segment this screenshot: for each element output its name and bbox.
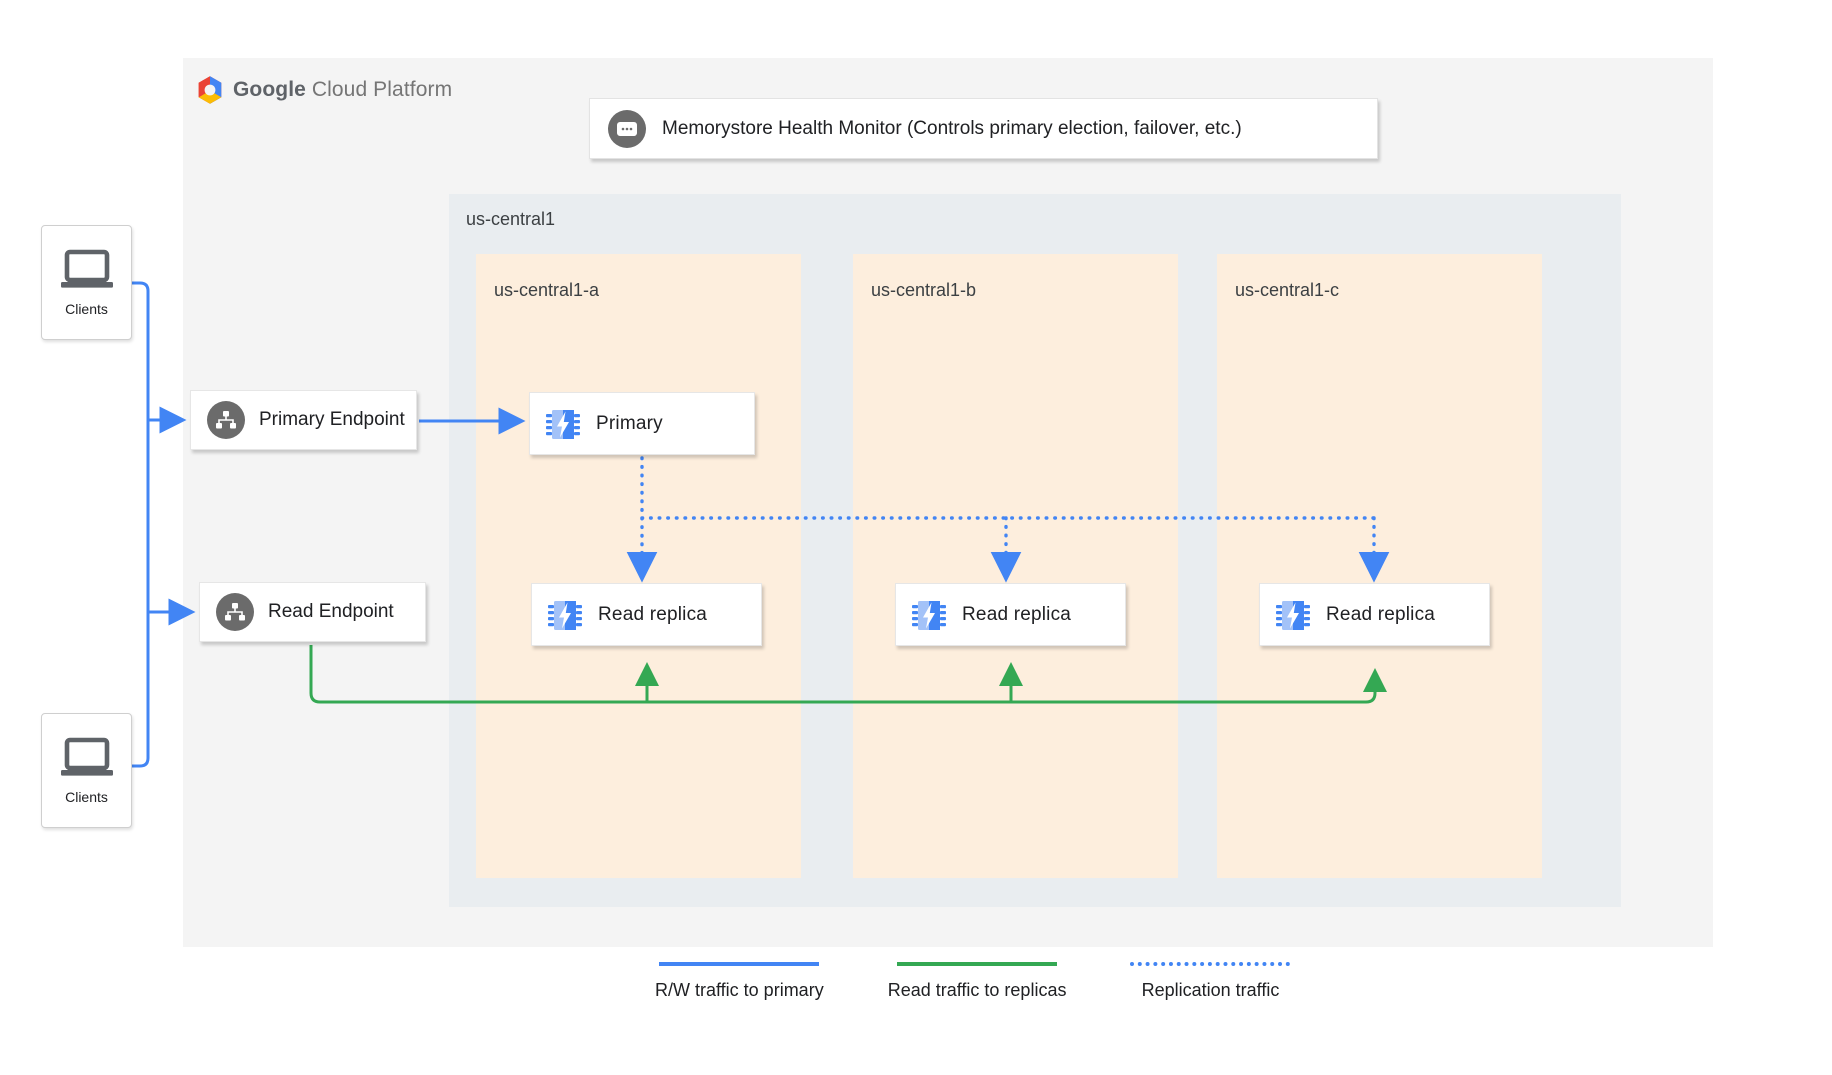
network-hierarchy-icon [207, 401, 245, 439]
memorystore-chip-icon [548, 600, 582, 630]
legend-label-read-traffic: Read traffic to replicas [887, 980, 1067, 1000]
clients-bottom-label: Clients [65, 788, 108, 805]
laptop-icon [60, 737, 113, 776]
legend-swatch-blue-solid [659, 962, 820, 966]
zone-label-a: us-central1-a [494, 280, 600, 300]
google-cloud-hexagon-icon [198, 76, 222, 104]
read-replica-a-label: Read replica [598, 603, 708, 625]
region-label: us-central1 [466, 209, 556, 229]
memorystore-health-monitor-bar: Memorystore Health Monitor (Controls pri… [589, 98, 1378, 159]
memorystore-read-replica-b[interactable]: Read replica [895, 583, 1126, 646]
gcp-wordmark: Google Cloud Platform [233, 78, 452, 102]
clients-top-label: Clients [65, 300, 108, 317]
memorystore-read-replica-a[interactable]: Read replica [531, 583, 762, 646]
legend-item-replication-traffic: Replication traffic [1130, 962, 1291, 1001]
legend-item-rw-traffic: R/W traffic to primary [655, 962, 824, 1001]
google-cloud-platform-logo: Google Cloud Platform [196, 75, 452, 105]
legend-label-replication-traffic: Replication traffic [1141, 980, 1280, 1000]
gcp-wordmark-google: Google [233, 78, 306, 101]
primary-endpoint-label: Primary Endpoint [259, 409, 405, 430]
legend-swatch-green-solid [897, 962, 1058, 966]
memorystore-read-replica-c[interactable]: Read replica [1259, 583, 1490, 646]
clients-bottom[interactable]: Clients [41, 713, 132, 828]
memorystore-chip-icon [546, 409, 580, 439]
network-hierarchy-icon [216, 593, 254, 631]
read-replica-c-label: Read replica [1326, 603, 1436, 625]
legend-label-rw-traffic: R/W traffic to primary [655, 980, 824, 1000]
zone-label-c: us-central1-c [1235, 280, 1340, 300]
legend-swatch-blue-dotted [1130, 962, 1291, 966]
health-monitor-icon [608, 109, 646, 148]
read-endpoint-node[interactable]: Read Endpoint [199, 582, 426, 642]
health-monitor-label: Memorystore Health Monitor (Controls pri… [662, 117, 1242, 139]
memorystore-chip-icon [1276, 600, 1310, 630]
primary-node-label: Primary [596, 412, 663, 434]
clients-top[interactable]: Clients [41, 225, 132, 340]
read-endpoint-label: Read Endpoint [268, 601, 394, 622]
zone-label-b: us-central1-b [871, 280, 977, 300]
zone-us-central1-a: us-central1-a [476, 254, 801, 878]
memorystore-chip-icon [912, 600, 946, 630]
primary-endpoint-node[interactable]: Primary Endpoint [190, 390, 417, 450]
memorystore-primary-node[interactable]: Primary [529, 392, 755, 455]
legend-item-read-traffic: Read traffic to replicas [887, 962, 1067, 1001]
legend: R/W traffic to primary Read traffic to r… [655, 962, 1291, 1001]
zone-us-central1-b: us-central1-b [853, 254, 1178, 878]
laptop-icon [60, 249, 113, 288]
read-replica-b-label: Read replica [962, 603, 1072, 625]
gcp-wordmark-cloud-platform: Cloud Platform [311, 78, 453, 101]
zone-us-central1-c: us-central1-c [1217, 254, 1542, 878]
